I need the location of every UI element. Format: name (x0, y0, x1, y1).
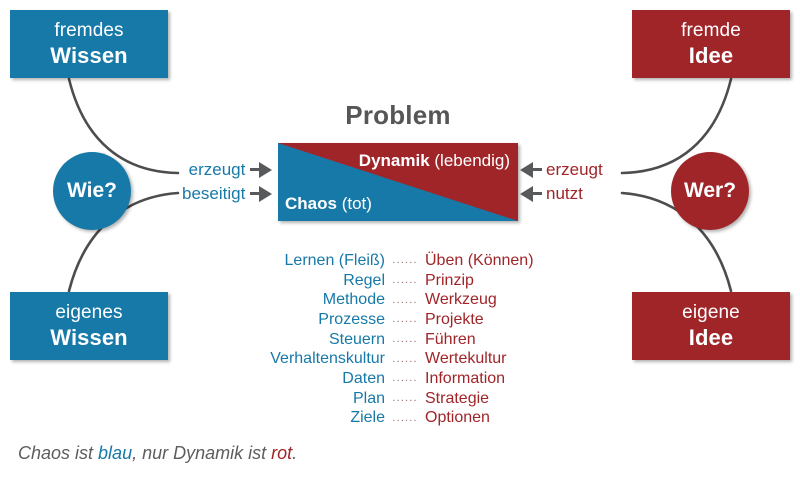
word-pair-right: Strategie (425, 389, 490, 407)
word-pair-dots-icon: ...... (392, 294, 418, 306)
word-pair-dots-icon: ...... (392, 275, 418, 287)
word-pair-row: Prozesse...... Projekte (190, 310, 610, 330)
word-pair-left: Methode (322, 291, 385, 309)
box-fremdes-wissen-line2: Wissen (50, 42, 128, 68)
caption-blue-word: blau (98, 443, 133, 463)
arrow-label-erzeugt-left: erzeugt (188, 160, 246, 179)
caption-part2: , nur Dynamik ist (132, 443, 272, 463)
arrow-row-erzeugt-left: erzeugt (189, 160, 273, 179)
chaos-label-bold: Chaos (285, 194, 337, 213)
word-pair-row: Regel...... Prinzip (190, 271, 610, 291)
word-pair-dots-icon: ...... (392, 255, 418, 267)
word-pair-right: Optionen (425, 409, 490, 427)
circle-wer-label: Wer? (683, 179, 737, 202)
word-pair-right: Wertekultur (425, 350, 507, 368)
word-pair-row: Steuern...... Führen (190, 330, 610, 350)
word-pair-left: Regel (343, 271, 385, 289)
dynamik-label-bold: Dynamik (358, 151, 430, 170)
box-eigene-idee[interactable]: eigene Idee (632, 292, 790, 360)
word-pair-row: Plan...... Strategie (190, 389, 610, 409)
circle-wie[interactable]: Wie? (53, 152, 131, 230)
dynamik-label: Dynamik (lebendig) (359, 151, 510, 171)
word-pair-dots-icon: ...... (392, 334, 418, 346)
arrow-label-nutzt: nutzt (546, 184, 583, 203)
word-pair-dots-icon: ...... (392, 353, 418, 365)
box-fremde-idee-line2: Idee (688, 42, 734, 68)
arrow-label-erzeugt-right: erzeugt (546, 160, 603, 179)
word-pair-right: Werkzeug (425, 291, 497, 309)
circle-wie-label: Wie? (67, 179, 117, 202)
word-pair-row: Lernen (Fleiß)...... Üben (Können) (190, 251, 610, 271)
dynamik-label-rest: (lebendig) (429, 151, 510, 170)
word-pair-row: Methode...... Werkzeug (190, 290, 610, 310)
word-pair-right: Prinzip (425, 271, 474, 289)
arrow-tail-icon (533, 168, 542, 171)
chaos-label-rest: (tot) (336, 194, 372, 213)
word-pair-left: Lernen (Fleiß) (284, 251, 385, 269)
box-fremdes-wissen-line1: fremdes (54, 19, 124, 41)
caption-part1: Chaos ist (18, 443, 99, 463)
word-pair-dots-icon: ...... (392, 393, 418, 405)
arrow-left-icon (520, 185, 533, 202)
box-eigene-idee-line1: eigene (682, 301, 740, 323)
arrow-tail-icon (250, 168, 260, 171)
arrow-row-erzeugt-right: erzeugt (520, 160, 603, 179)
arrow-tail-icon (250, 192, 260, 195)
box-eigenes-wissen[interactable]: eigenes Wissen (10, 292, 168, 360)
word-pair-left: Verhaltenskultur (270, 350, 385, 368)
problem-box[interactable]: Dynamik (lebendig) Chaos (tot) (278, 143, 518, 221)
word-pair-dots-icon: ...... (392, 412, 418, 424)
word-pair-row: Daten...... Information (190, 369, 610, 389)
arrow-tail-icon (533, 192, 542, 195)
arrow-left-icon (520, 161, 533, 178)
word-pair-left: Daten (342, 369, 385, 387)
arrow-group-left: erzeugt beseitigt (182, 160, 273, 203)
word-pair-left: Steuern (328, 330, 385, 348)
caption-red-word: rot (271, 443, 293, 463)
word-pair-dots-icon: ...... (392, 314, 418, 326)
arrow-label-beseitigt: beseitigt (182, 184, 246, 203)
box-eigene-idee-line2: Idee (688, 324, 734, 350)
word-pair-right: Führen (425, 330, 476, 348)
box-fremde-idee[interactable]: fremde Idee (632, 10, 790, 78)
word-pair-left: Plan (352, 389, 385, 407)
arrow-right-icon (259, 185, 273, 202)
arrow-row-beseitigt: beseitigt (182, 184, 273, 203)
word-pair-right: Projekte (425, 310, 484, 328)
box-fremdes-wissen[interactable]: fremdes Wissen (10, 10, 168, 78)
word-pair-right: Üben (Können) (425, 251, 534, 269)
arrow-group-right: erzeugt nutzt (520, 160, 603, 203)
word-pair-list: Lernen (Fleiß)...... Üben (Können) Regel..… (190, 251, 610, 428)
box-eigenes-wissen-line2: Wissen (50, 324, 128, 350)
word-pair-dots-icon: ...... (392, 373, 418, 385)
word-pair-row: Ziele...... Optionen (190, 409, 610, 429)
chaos-label: Chaos (tot) (285, 194, 372, 214)
box-fremde-idee-line1: fremde (681, 19, 741, 41)
word-pair-right: Information (425, 369, 506, 387)
page-title: Problem (345, 100, 451, 130)
caption: Chaos ist blau, nur Dynamik ist rot. (18, 443, 297, 464)
word-pair-row: Verhaltenskultur...... Wertekultur (190, 349, 610, 369)
caption-part3: . (292, 443, 298, 463)
word-pair-left: Ziele (350, 409, 385, 427)
arrow-right-icon (259, 161, 273, 178)
circle-wer[interactable]: Wer? (671, 152, 749, 230)
box-eigenes-wissen-line1: eigenes (55, 301, 123, 323)
arrow-row-nutzt: nutzt (520, 184, 583, 203)
word-pair-left: Prozesse (318, 310, 385, 328)
